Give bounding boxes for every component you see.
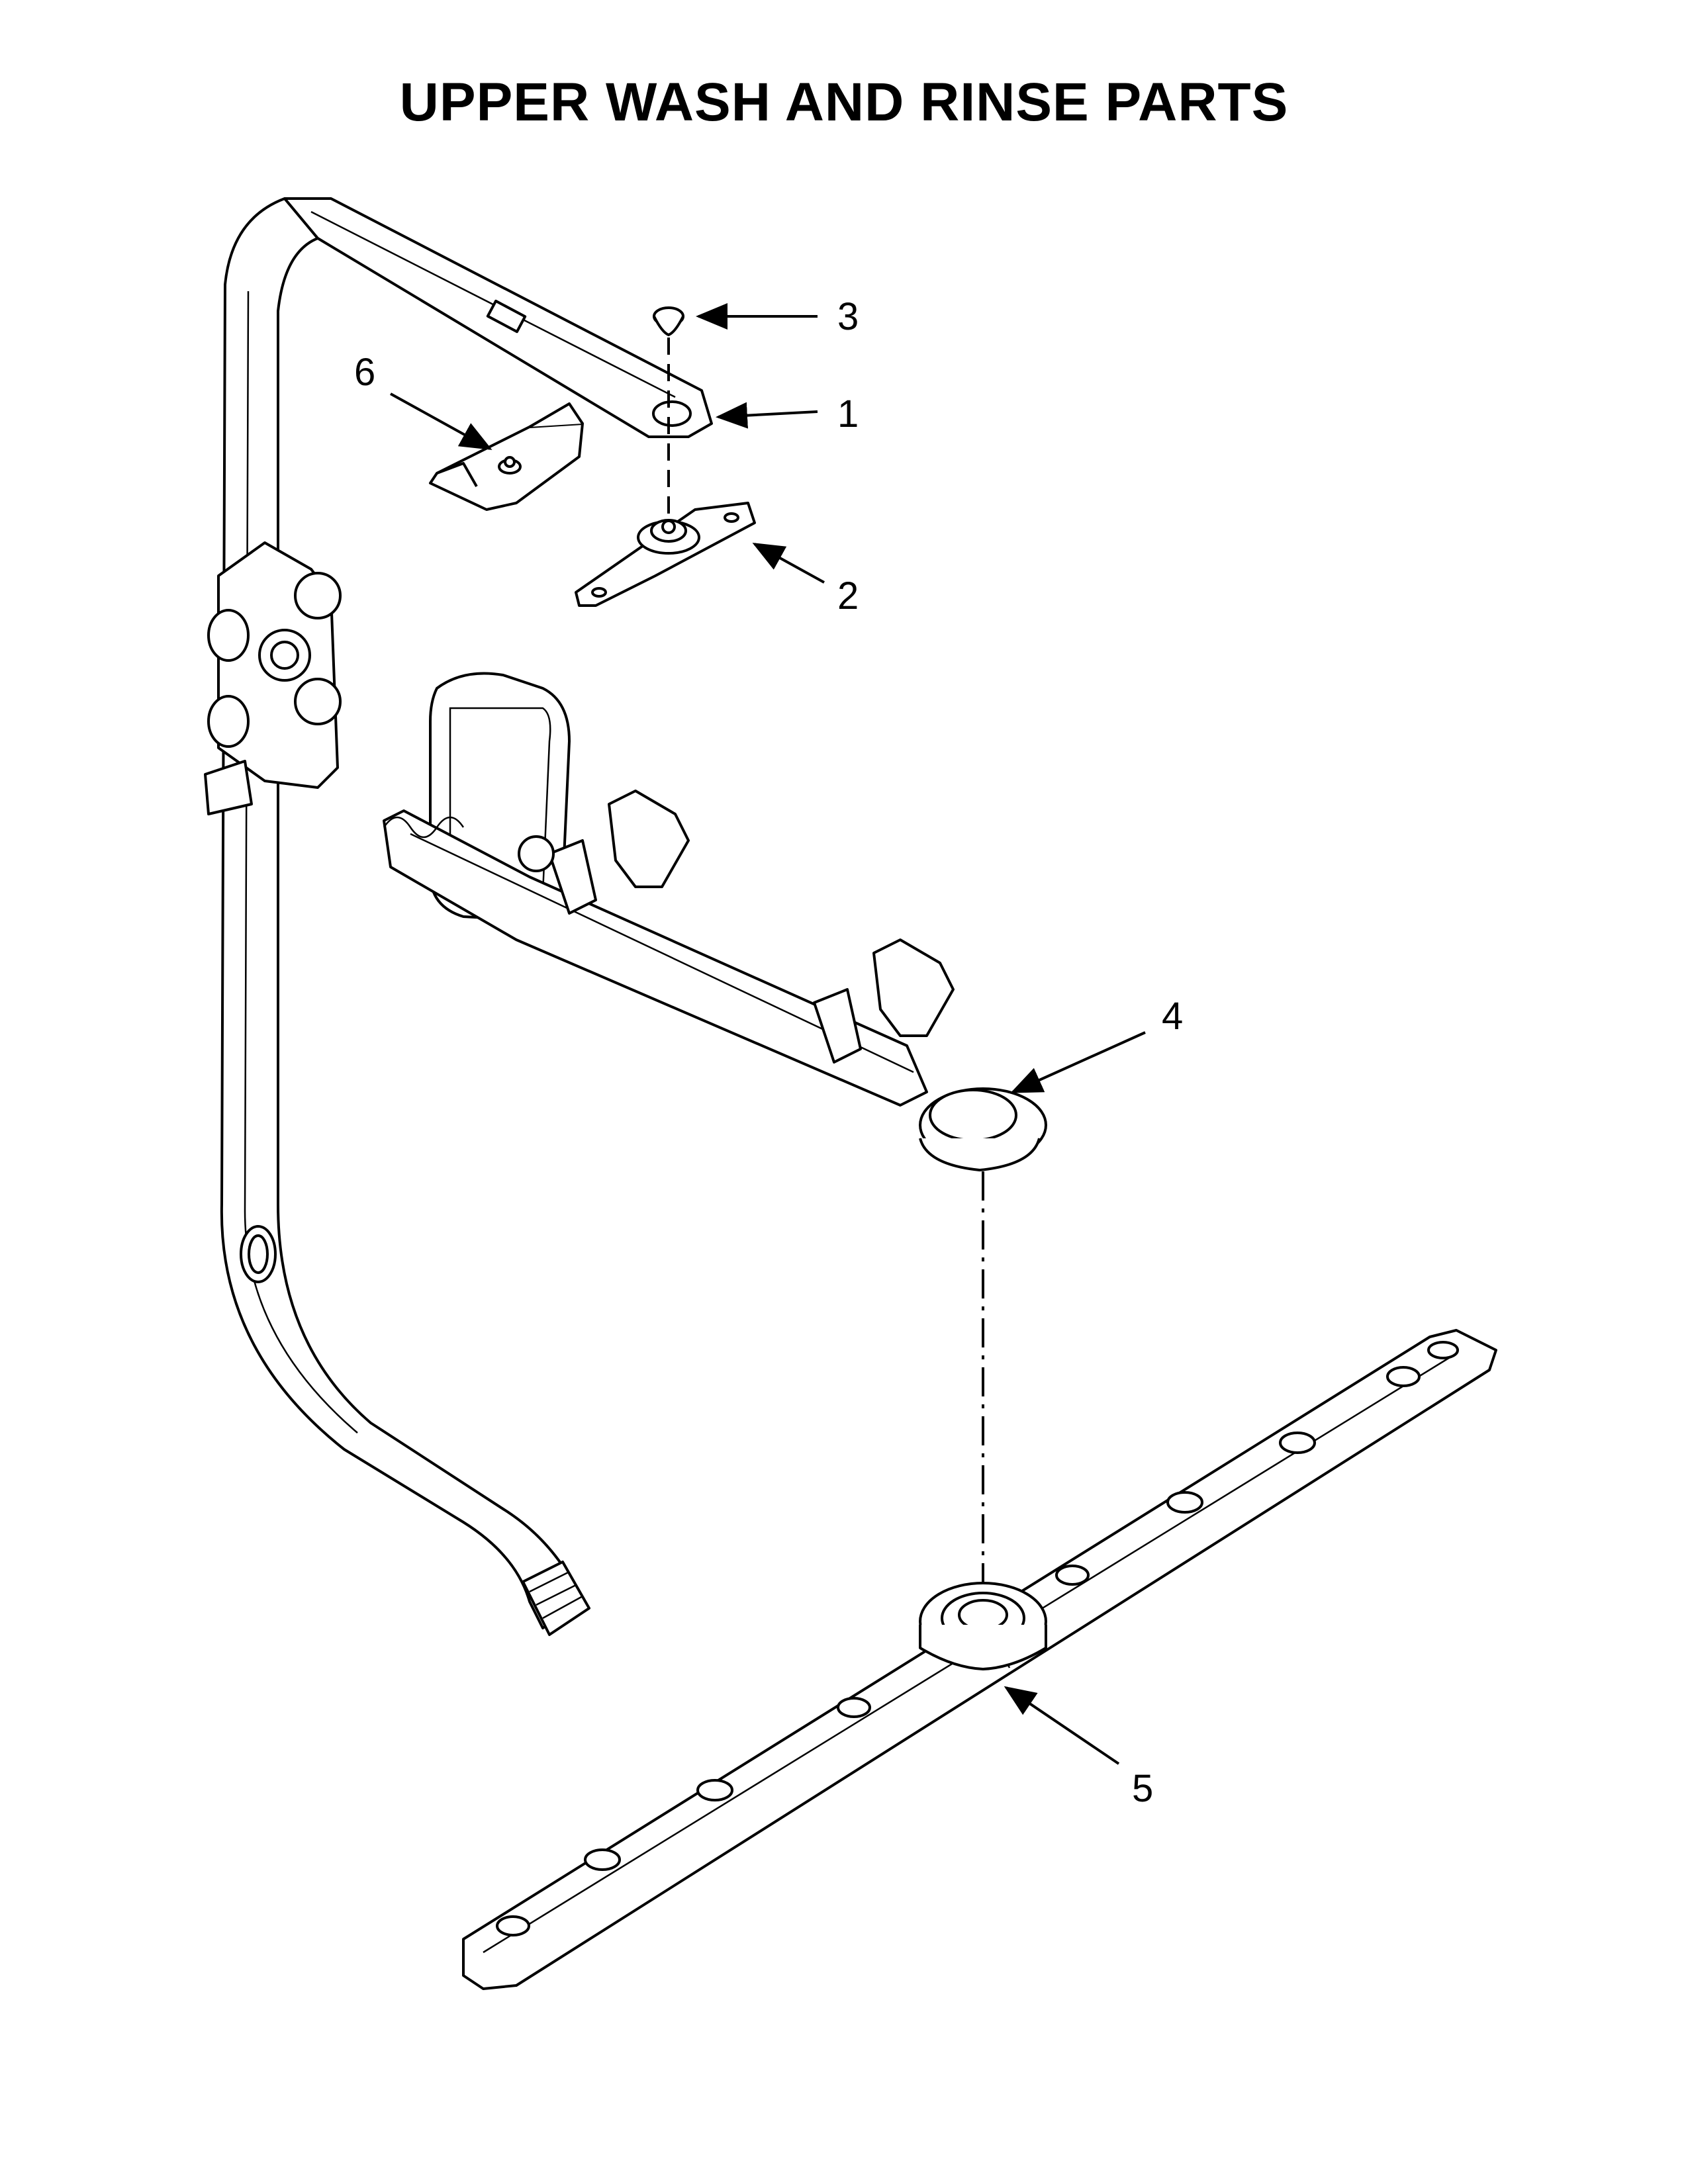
- callout-arrow-2: [752, 543, 825, 584]
- callout-label-5: 5: [1132, 1767, 1153, 1810]
- callout-arrow-1: [716, 402, 818, 429]
- callout-label-1: 1: [837, 392, 859, 435]
- upper-spray-arm: [462, 1329, 1497, 1990]
- page-title: UPPER WASH AND RINSE PARTS: [399, 72, 1289, 132]
- callout-arrow-5: [1004, 1686, 1120, 1765]
- cap-plug: [653, 306, 684, 336]
- callout-arrow-4: [1010, 1031, 1146, 1093]
- mounting-bracket: [575, 502, 756, 607]
- callout-arrow-6: [390, 392, 492, 450]
- callout-label-6: 6: [354, 351, 375, 394]
- callout-label-3: 3: [837, 295, 859, 338]
- callout-label-2: 2: [837, 574, 859, 617]
- clip-bracket: [429, 402, 584, 511]
- callout-label-4: 4: [1162, 995, 1183, 1038]
- upper-supply-tube: [204, 197, 713, 1636]
- upper-spray-manifold: [383, 672, 1047, 1171]
- callout-arrows: [390, 303, 1146, 1765]
